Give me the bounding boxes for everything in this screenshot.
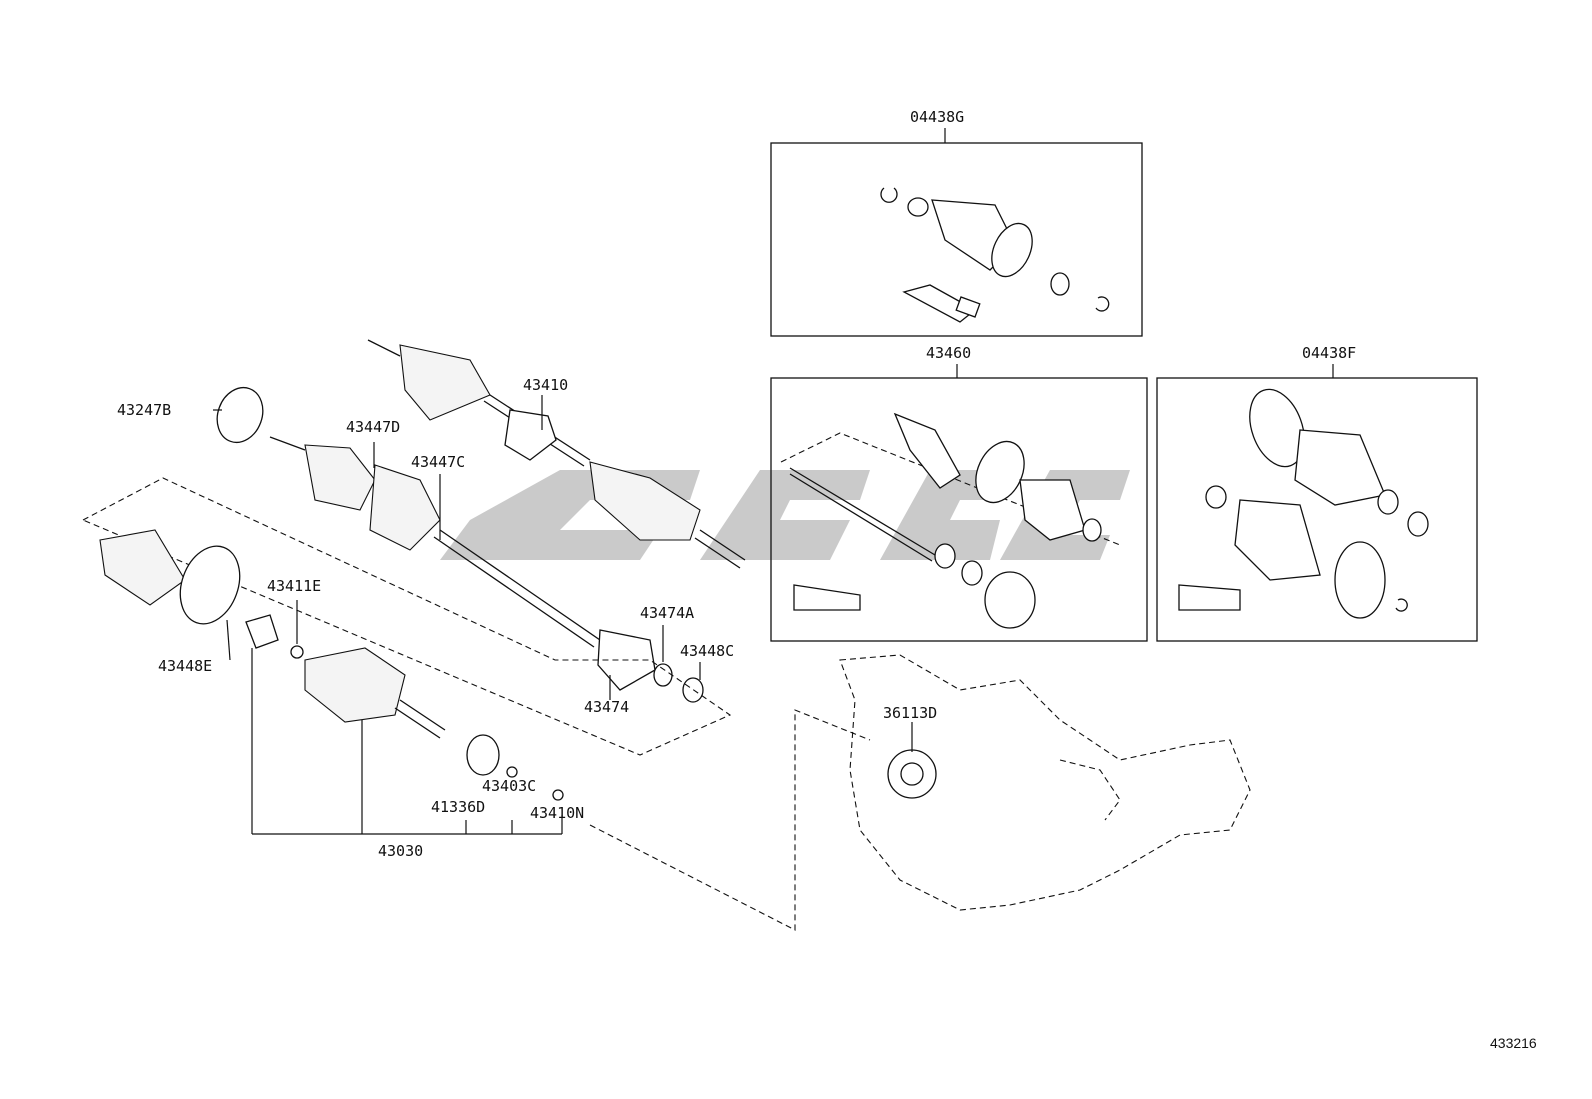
- label-43460: 43460: [926, 344, 971, 362]
- leader-to-housing: [589, 709, 871, 931]
- label-43448c: 43448C: [680, 642, 734, 660]
- assembly-outline: [81, 477, 732, 756]
- bracket-43030: [251, 648, 563, 835]
- label-43410: 43410: [523, 376, 568, 394]
- label-43447d: 43447D: [346, 418, 400, 436]
- label-43030: 43030: [378, 842, 423, 860]
- leader-lines: [213, 395, 913, 752]
- drive-shaft-left: [269, 436, 704, 703]
- label-43474: 43474: [584, 698, 629, 716]
- kit-box-43460: [770, 364, 1148, 642]
- kit-box-04438g: [770, 128, 1143, 337]
- label-43411e: 43411E: [267, 577, 321, 595]
- label-43247b: 43247B: [117, 401, 171, 419]
- label-04438f: 04438F: [1302, 344, 1356, 362]
- inner-shaft-kit-parts: [780, 412, 1121, 629]
- boot-43448e-shape: [99, 529, 241, 625]
- label-43410n: 43410N: [530, 804, 584, 822]
- label-43447c: 43447C: [411, 453, 465, 471]
- kit-box-04438f: [1156, 364, 1478, 642]
- label-43474a: 43474A: [640, 604, 694, 622]
- outer-boot-kit-parts: [1178, 388, 1429, 619]
- ring-43247b-shape: [216, 386, 264, 444]
- label-41336d: 41336D: [431, 798, 485, 816]
- joint-43030-shape: [245, 614, 564, 801]
- label-43448e: 43448E: [158, 657, 212, 675]
- label-36113d: 36113D: [883, 704, 937, 722]
- label-04438g: 04438G: [910, 108, 964, 126]
- transmission-housing: [839, 654, 1251, 911]
- figure-number: 433216: [1490, 1035, 1537, 1051]
- boot-kit-parts: [880, 187, 1110, 323]
- label-43403c: 43403C: [482, 777, 536, 795]
- drive-shaft-43410: [367, 339, 746, 569]
